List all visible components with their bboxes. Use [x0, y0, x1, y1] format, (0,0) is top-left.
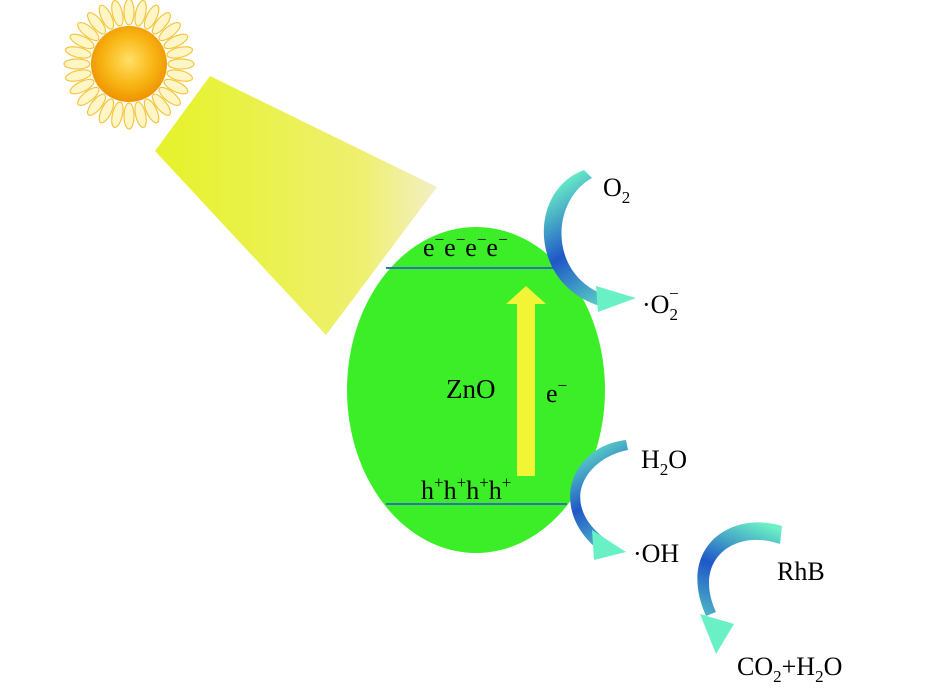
- superoxide-label: ·O2−: [642, 284, 679, 324]
- degradation-arrow: [697, 522, 782, 654]
- oxidation-arrow: [570, 440, 628, 560]
- rhb-label: RhB: [777, 557, 825, 586]
- material-label: ZnO: [446, 374, 496, 404]
- valence-band-holes: h+h+h+h+: [421, 473, 511, 505]
- electron-transfer-arrow: [506, 286, 546, 476]
- light-beam: [155, 76, 437, 335]
- sun-icon: [63, 0, 195, 130]
- zno-particle: [347, 227, 605, 553]
- transfer-electron-label: e−: [546, 376, 567, 408]
- oxygen-label: O2: [603, 173, 630, 207]
- hydroxyl-radical-label: ·OH: [633, 539, 679, 568]
- reduction-arrow: [543, 170, 636, 312]
- water-label: H2O: [641, 445, 687, 479]
- degradation-products-label: CO2+H2O: [737, 652, 842, 686]
- conduction-band-electrons: e−e−e−e−: [423, 230, 508, 262]
